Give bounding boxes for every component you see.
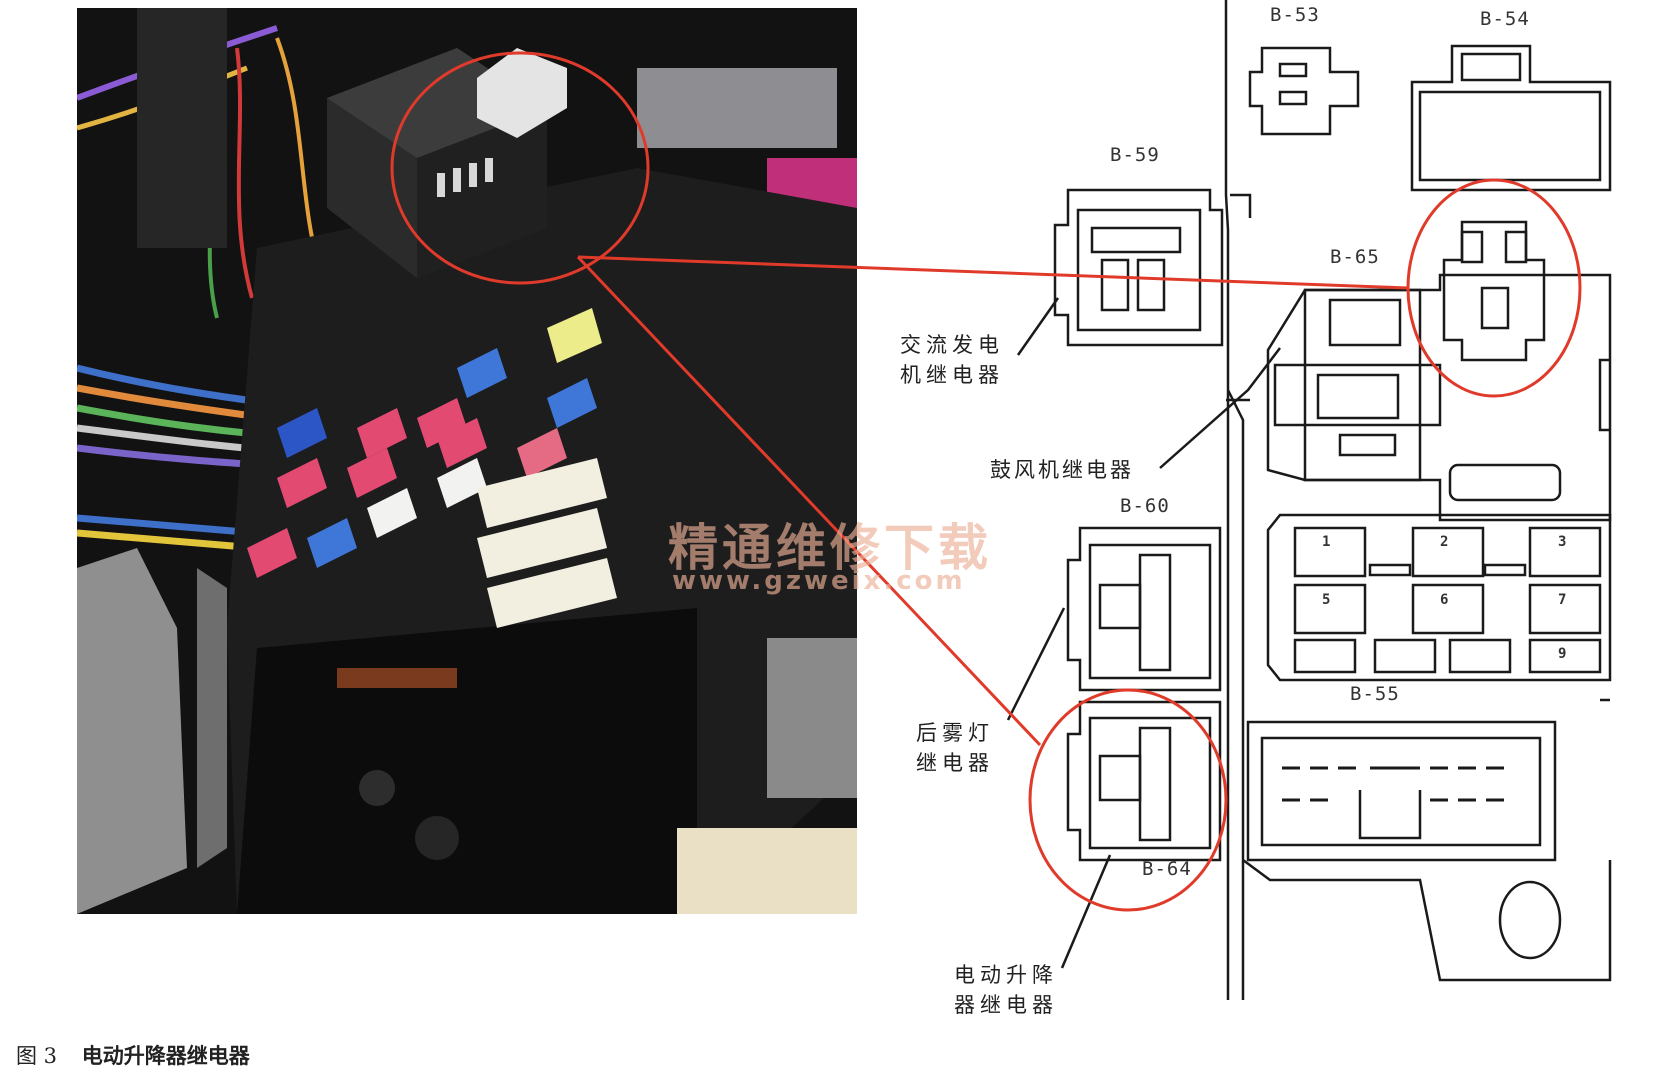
label-rear-fog-line2: 继电器 [916,751,994,775]
fuse-number: 7 [1558,592,1568,608]
label-blower-relay: 鼓风机继电器 [990,458,1134,482]
code-b65: B-65 [1330,246,1380,268]
fuse-number: 2 [1440,534,1450,550]
fuse-number: 6 [1440,592,1450,608]
connector-b59 [1053,188,1224,347]
link-photo-to-b64 [576,255,1042,747]
label-rear-fog-line1: 后雾灯 [916,721,994,745]
label-alternator-line1: 交流发电 [900,333,1004,357]
blower-relay-block [1303,288,1422,482]
code-b54: B-54 [1480,8,1530,30]
link-photo-to-b65 [577,255,1409,290]
figure-title: 电动升降器继电器 [81,1044,250,1068]
fuse-grid [1266,513,1612,682]
highlight-photo-relay [390,51,650,285]
label-alternator-relay: 交流发电 机继电器 [900,330,1004,390]
code-b64: B-64 [1142,858,1192,880]
label-power-window-line1: 电动升降 [954,963,1058,987]
fuse-number: 1 [1322,534,1332,550]
code-b53: B-53 [1270,4,1320,26]
watermark-title: 精通维修下载 [668,519,992,577]
fuse-number: 5 [1322,592,1332,608]
watermark-url: www.gzweix.com [672,566,966,596]
leader-power-window [1060,854,1112,969]
label-alternator-line2: 机继电器 [900,363,1004,387]
connector-b53 [1248,46,1360,136]
connector-b55 [1246,720,1557,862]
connector-b64 [1066,700,1222,862]
panel-edge-line [1224,0,1230,1000]
figure-number: 图 3 [16,1044,58,1068]
fuse-box-photo [77,8,857,914]
label-power-window-line2: 器继电器 [954,993,1058,1017]
figure-caption: 图 3 电动升降器继电器 [16,1040,250,1070]
connector-b60 [1066,526,1222,692]
connector-b54 [1410,44,1612,192]
leader-alternator [1016,297,1060,356]
label-power-window-relay: 电动升降 器继电器 [954,960,1058,1020]
code-b55: B-55 [1350,683,1400,705]
fuse-number: 3 [1558,534,1568,550]
code-b60: B-60 [1120,495,1170,517]
connector-b65 [1442,220,1546,362]
code-b59: B-59 [1110,144,1160,166]
leader-rear-fog [1006,607,1066,721]
fuse-number: 9 [1558,646,1568,662]
leader-blower [1159,347,1281,469]
highlight-b64 [1028,688,1228,912]
label-rear-fog-relay: 后雾灯 继电器 [916,718,994,778]
